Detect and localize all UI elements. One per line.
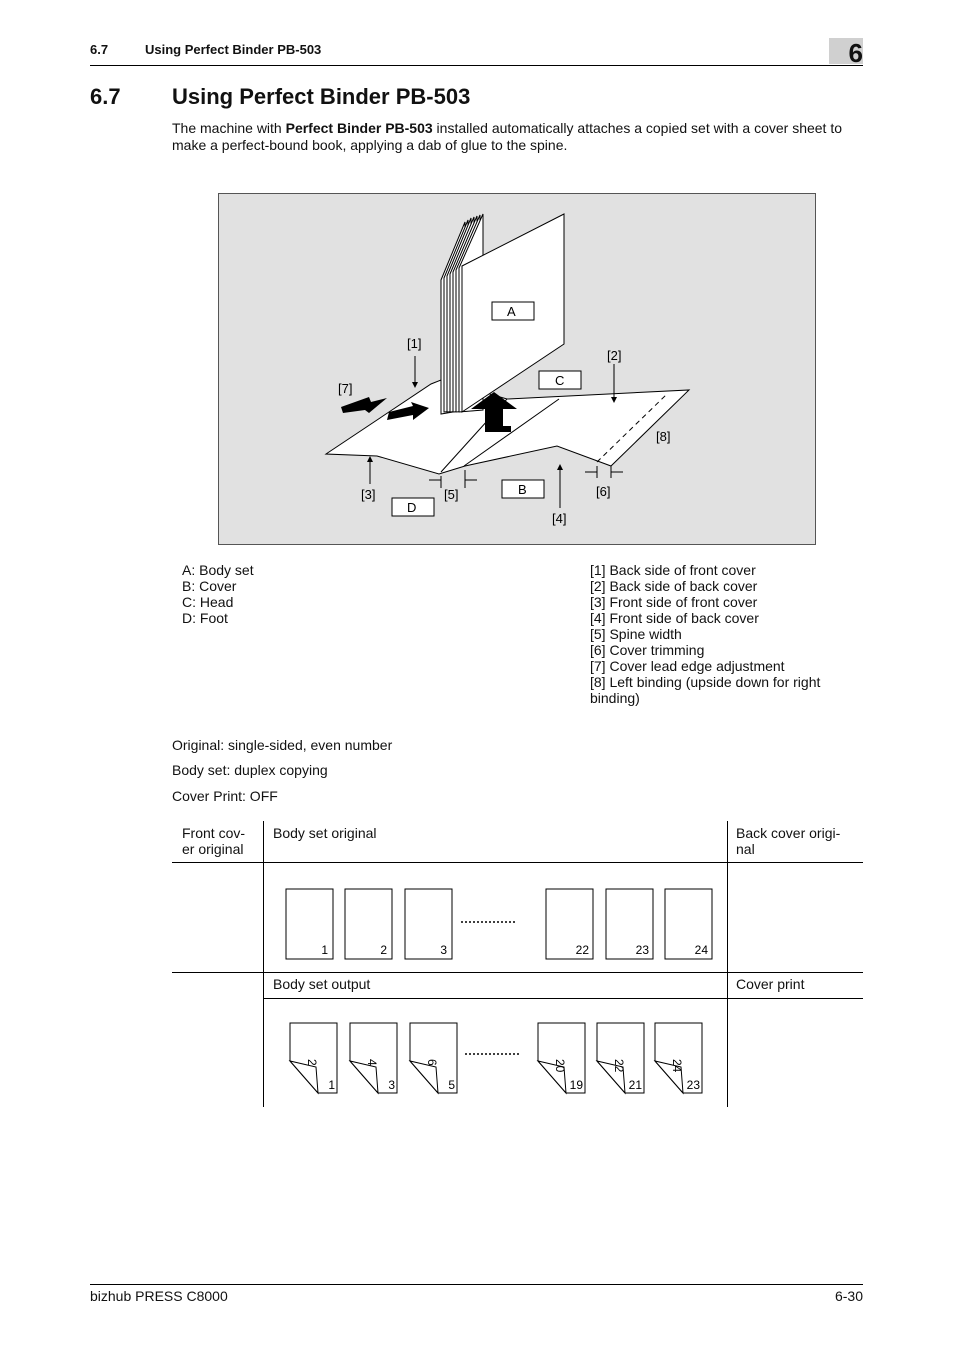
table-divider [263, 821, 264, 1107]
header-section-title: Using Perfect Binder PB-503 [145, 42, 322, 57]
legend-item: [1] Back side of front cover [590, 562, 756, 578]
arrow-up-icon [471, 392, 517, 432]
legend-item: [7] Cover lead edge adjustment [590, 658, 785, 674]
legend-item: A: Body set [182, 562, 254, 578]
intro-product-name: Perfect Binder PB-503 [285, 120, 433, 136]
output-sheet: 6 5 [408, 1022, 458, 1095]
section-title: Using Perfect Binder PB-503 [172, 84, 471, 109]
header-section-number: 6.7 [90, 42, 109, 57]
footer-page-number: 6-30 [834, 1288, 863, 1304]
condition-body-set: Body set: duplex copying [172, 762, 328, 778]
spine-fold-right [463, 398, 560, 467]
original-page: 3 [404, 888, 453, 960]
intro-text-after: installed automatically attaches a copie… [172, 120, 843, 153]
legend-numbers: [1] Back side of front cover [2] Back si… [590, 562, 860, 706]
legend-item: C: Head [182, 594, 234, 610]
arrow-right-icon [387, 402, 429, 420]
table-divider [172, 862, 863, 863]
callout-2: [2] [607, 348, 621, 363]
original-page: 24 [664, 888, 713, 960]
legend-item: [5] Spine width [590, 626, 682, 642]
callout-4: [4] [552, 511, 566, 526]
front-page-number: 23 [687, 1078, 701, 1092]
label-d: D [407, 500, 416, 515]
front-page-number: 1 [328, 1078, 335, 1092]
callout-1: [1] [407, 336, 421, 351]
header-body-set-output: Body set output [273, 976, 371, 992]
chapter-tab [829, 38, 863, 64]
output-sheet: 24 23 [653, 1022, 703, 1095]
legend-item: [2] Back side of back cover [590, 578, 758, 594]
output-sheet: 22 21 [595, 1022, 645, 1095]
original-page: 2 [344, 888, 393, 960]
condition-original: Original: single-sided, even number [172, 737, 393, 753]
output-sheet: 2 1 [288, 1022, 338, 1095]
output-sheet: 20 19 [536, 1022, 586, 1095]
table-divider [172, 972, 863, 973]
legend-item: [4] Front side of back cover [590, 610, 759, 626]
back-page-number: 22 [612, 1059, 626, 1073]
label-c: C [555, 373, 564, 388]
chapter-number: 6 [848, 38, 863, 68]
page-number: 22 [576, 943, 590, 957]
original-page: 23 [605, 888, 654, 960]
header-body-set-original: Body set original [273, 825, 377, 841]
page-number: 3 [440, 943, 447, 957]
callout-3: [3] [361, 487, 375, 502]
page-number: 1 [321, 943, 328, 957]
label-box-d [391, 497, 435, 517]
original-page: 22 [545, 888, 594, 960]
label-b: B [518, 482, 527, 497]
legend-item: [8] Left binding (upside down for right … [590, 674, 821, 706]
front-page-number: 5 [448, 1078, 455, 1092]
front-page-number: 3 [388, 1078, 395, 1092]
label-box-a [491, 301, 535, 321]
output-sheet: 4 3 [348, 1022, 398, 1095]
intro-text-before: The machine with [172, 120, 286, 136]
intro-paragraph: The machine with Perfect Binder PB-503 i… [172, 120, 864, 154]
original-page: 1 [285, 888, 334, 960]
back-page-number: 2 [305, 1059, 319, 1066]
header-front-cover-original: Front cov- er original [182, 825, 246, 857]
header-rule [90, 65, 863, 66]
back-page-number: 24 [670, 1059, 684, 1073]
legend-letters: A: Body set B: Cover C: Head D: Foot [182, 562, 254, 626]
legend-item: B: Cover [182, 578, 237, 594]
page-number: 24 [695, 943, 709, 957]
callout-7: [7] [338, 381, 352, 396]
page-number: 23 [636, 943, 650, 957]
label-box-b [501, 479, 545, 499]
back-page-number: 4 [365, 1059, 379, 1066]
back-page-number: 20 [553, 1059, 567, 1073]
arrow-left-icon [341, 397, 387, 413]
header-back-cover-original: Back cover origi- nal [736, 825, 841, 857]
front-page-number: 21 [629, 1078, 643, 1092]
table-divider [727, 821, 728, 1107]
legend-item: [6] Cover trimming [590, 642, 705, 658]
front-page-number: 19 [570, 1078, 584, 1092]
condition-cover-print: Cover Print: OFF [172, 788, 278, 804]
legend-item: [3] Front side of front cover [590, 594, 758, 610]
binder-diagram-drawing: A C B D [1] [2] [3] [4] [5] [6] [7] [8] [324, 213, 691, 526]
header-cover-print: Cover print [736, 976, 805, 992]
callout-8: [8] [656, 429, 670, 444]
label-box-c [538, 370, 582, 390]
binder-diagram: A C B D [1] [2] [3] [4] [5] [6] [7] [8] [218, 193, 816, 545]
section-number: 6.7 [90, 84, 121, 109]
trim-line [596, 393, 668, 463]
back-page-number: 6 [425, 1059, 439, 1066]
footer-rule [90, 1284, 863, 1285]
callout-5: [5] [444, 487, 458, 502]
callout-6: [6] [596, 484, 610, 499]
page-number: 2 [380, 943, 387, 957]
table-divider [263, 998, 863, 999]
label-a: A [507, 304, 516, 319]
footer-product: bizhub PRESS C8000 [90, 1288, 228, 1304]
legend-item: D: Foot [182, 610, 228, 626]
